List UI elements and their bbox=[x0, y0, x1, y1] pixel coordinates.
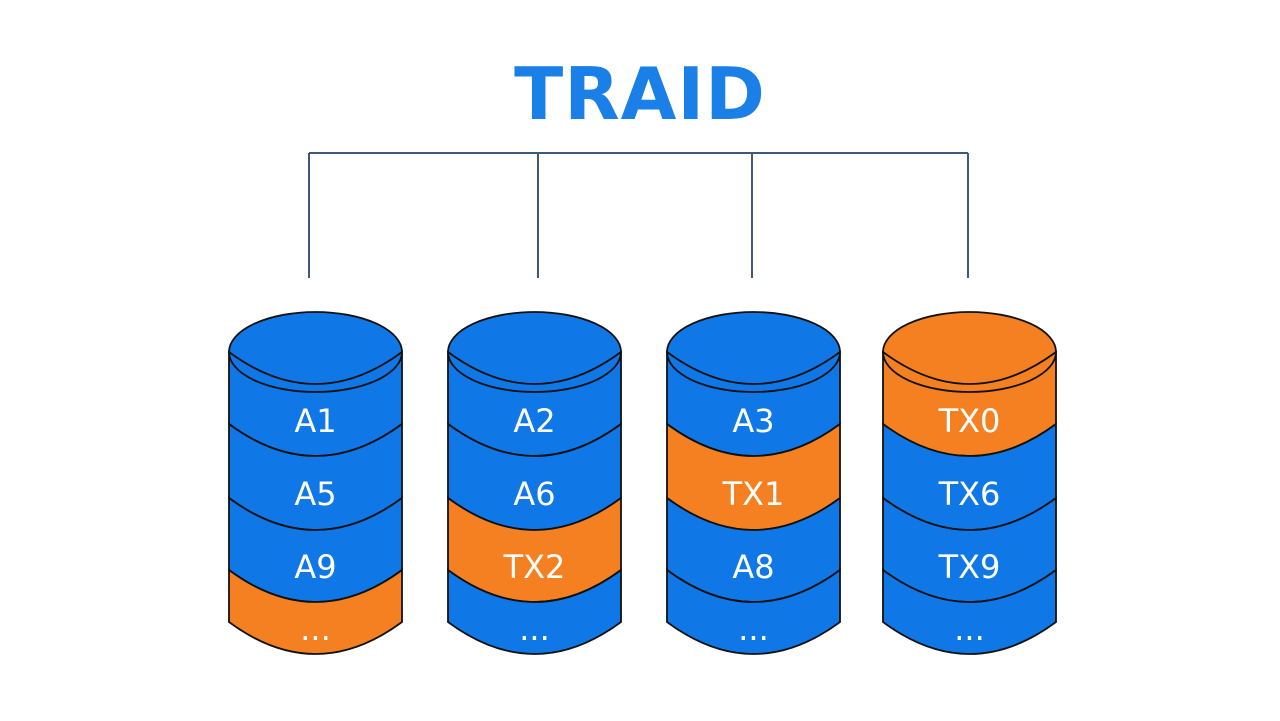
disk-2-label-2: A6 bbox=[513, 475, 555, 513]
disk-4-label-1: TX0 bbox=[938, 402, 1001, 440]
disk-4-label-4: ... bbox=[954, 610, 985, 648]
disk-1-label-3: A9 bbox=[294, 548, 336, 586]
disk-3: A3TX1A8... bbox=[666, 311, 841, 655]
disk-3-label-4: ... bbox=[738, 610, 769, 648]
disk-4-band-4 bbox=[882, 568, 1057, 655]
disk-1: A1A5A9... bbox=[228, 311, 403, 655]
disk-3-top-cap bbox=[666, 311, 841, 393]
disk-3-label-1: A3 bbox=[732, 402, 774, 440]
disk-1-top-cap bbox=[228, 311, 403, 393]
disk-4-top-cap bbox=[882, 311, 1057, 393]
disk-2-label-4: ... bbox=[519, 610, 550, 648]
disk-3-band-4 bbox=[666, 568, 841, 655]
disk-3-label-2: TX1 bbox=[722, 475, 785, 513]
disk-2-band-4 bbox=[447, 568, 622, 655]
disk-2: A2A6TX2... bbox=[447, 311, 622, 655]
disk-1-band-4 bbox=[228, 568, 403, 655]
disk-4-label-2: TX6 bbox=[938, 475, 1001, 513]
disk-1-label-1: A1 bbox=[294, 402, 336, 440]
disk-4: TX0TX6TX9... bbox=[882, 311, 1057, 655]
diagram-title: TRAID bbox=[514, 52, 766, 136]
disk-4-label-3: TX9 bbox=[938, 548, 1001, 586]
disks: A1A5A9...A2A6TX2...A3TX1A8...TX0TX6TX9..… bbox=[228, 311, 1057, 655]
connector-lines bbox=[308, 152, 969, 278]
disk-2-label-1: A2 bbox=[513, 402, 555, 440]
disk-2-top-cap bbox=[447, 311, 622, 393]
disk-3-label-3: A8 bbox=[732, 548, 774, 586]
disk-2-label-3: TX2 bbox=[503, 548, 566, 586]
disk-1-label-2: A5 bbox=[294, 475, 336, 513]
disk-1-label-4: ... bbox=[300, 610, 331, 648]
